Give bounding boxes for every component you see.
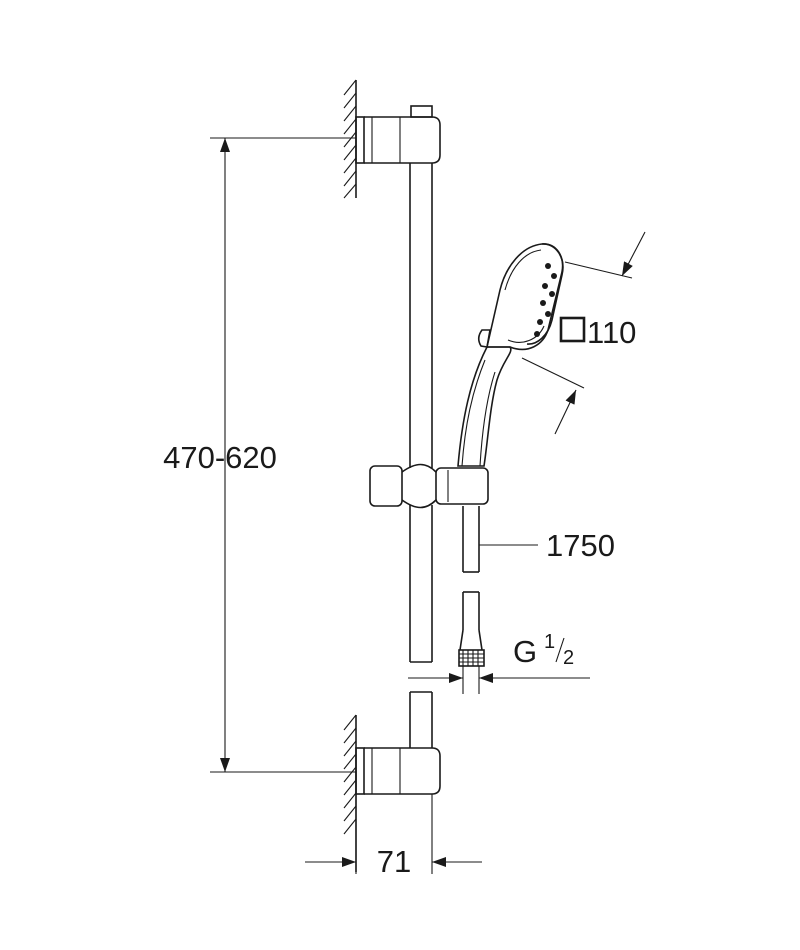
slider-holder [369, 463, 489, 509]
shower-hose [458, 506, 485, 694]
thread-fraction-denominator: 2 [563, 647, 574, 669]
height-range-label: 470-620 [163, 440, 277, 475]
thread-fraction-slash [555, 637, 565, 663]
hand-shower [457, 243, 564, 467]
thread-letter: G [513, 634, 537, 669]
top-wall-hatching [343, 79, 357, 199]
square-size-icon [559, 316, 586, 343]
bottom-wall-hatching [343, 714, 357, 872]
wall-offset-label: 71 [377, 844, 411, 879]
top-wall-bracket [355, 105, 441, 164]
nozzle-pattern [534, 263, 557, 337]
thread-fraction-numerator: 1 [544, 631, 555, 653]
wall-offset-dimension [305, 794, 482, 874]
height-range-dimension [210, 137, 356, 773]
bottom-wall-bracket [355, 747, 441, 795]
shower-rail [409, 163, 433, 748]
head-size-dimension [521, 231, 646, 435]
head-size-label: 110 [587, 315, 636, 350]
knurled-nut-pattern [459, 650, 484, 666]
thread-label: G [513, 634, 537, 669]
hose-length-label: 1750 [546, 528, 615, 563]
